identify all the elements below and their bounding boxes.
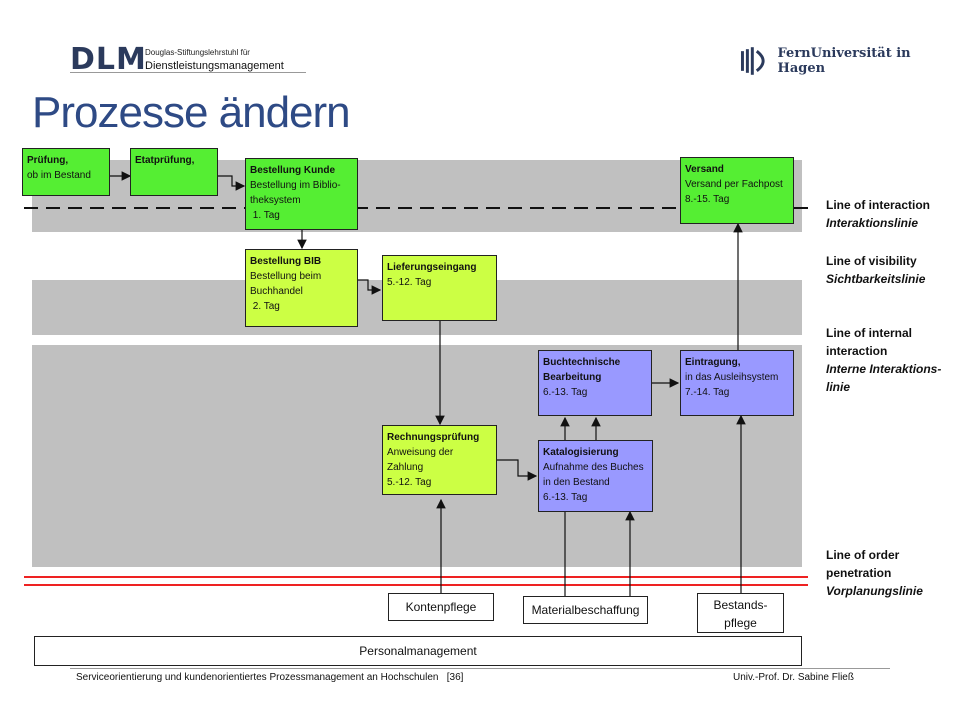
legend-order-de: Vorplanungslinie <box>826 584 923 598</box>
fernuni-emblem-icon <box>740 47 765 75</box>
box-bestellung-bib-line3: 2. Tag <box>250 301 280 312</box>
box-bestellung-bib-line2: Buchhandel <box>250 286 303 297</box>
box-katalogisierung-line3: 6.-13. Tag <box>543 492 588 503</box>
legend-interaction: Line of interaction Interaktionslinie <box>826 196 930 232</box>
box-rechnungspruefung-line2: Zahlung <box>387 462 424 473</box>
legend-internal-en2: interaction <box>826 344 888 358</box>
box-pruefung-title: Prüfung, <box>27 155 69 166</box>
legend-visibility-de: Sichtbarkeitslinie <box>826 272 926 286</box>
box-rechnungspruefung: Rechnungsprüfung Anweisung der Zahlung 5… <box>382 425 497 495</box>
legend-order: Line of order penetration Vorplanungslin… <box>826 546 923 600</box>
legend-visibility-en: Line of visibility <box>826 254 917 268</box>
box-bestellung-kunde: Bestellung Kunde Bestellung im Biblio- t… <box>245 158 358 230</box>
box-kontenpflege: Kontenpflege <box>388 593 494 621</box>
dlm-logo: DLM <box>70 42 147 77</box>
box-bestellung-kunde-line2: theksystem <box>250 195 301 206</box>
box-katalogisierung: Katalogisierung Aufnahme des Buches in d… <box>538 440 653 512</box>
legend-visibility: Line of visibility Sichtbarkeitslinie <box>826 252 925 288</box>
box-bestellung-bib-title: Bestellung BIB <box>250 256 322 267</box>
page-title: Prozesse ändern <box>32 88 351 137</box>
box-katalogisierung-title: Katalogisierung <box>543 447 619 458</box>
box-bestellung-kunde-line3: 1. Tag <box>250 210 280 221</box>
box-materialbeschaffung: Materialbeschaffung <box>523 596 648 624</box>
box-eintragung-line1: in das Ausleihsystem <box>685 372 779 383</box>
box-eintragung: Eintragung, in das Ausleihsystem 7.-14. … <box>680 350 794 416</box>
legend-interaction-en: Line of interaction <box>826 198 931 212</box>
box-bestellung-bib-line1: Bestellung beim <box>250 271 322 282</box>
box-katalogisierung-line2: in den Bestand <box>543 477 610 488</box>
legend-order-en1: Line of order <box>826 548 900 562</box>
box-lieferungseingang: Lieferungseingang 5.-12. Tag <box>382 255 497 321</box>
box-versand-line1: Versand per Fachpost <box>685 179 783 190</box>
box-eintragung-title: Eintragung, <box>685 357 741 368</box>
box-pruefung-line1: ob im Bestand <box>27 170 91 181</box>
box-bestellung-bib: Bestellung BIB Bestellung beim Buchhande… <box>245 249 358 327</box>
university-name: FernUniversität in Hagen <box>777 46 911 76</box>
box-etatpruefung: Etatprüfung, <box>130 148 218 196</box>
legend-interaction-de: Interaktionslinie <box>826 216 919 230</box>
box-buchtechnische-line1: Bearbeitung <box>543 372 602 383</box>
box-rechnungspruefung-title: Rechnungsprüfung <box>387 432 480 443</box>
box-buchtechnische-title: Buchtechnische <box>543 357 621 368</box>
box-rechnungspruefung-line3: 5.-12. Tag <box>387 477 432 488</box>
box-eintragung-line2: 7.-14. Tag <box>685 387 730 398</box>
box-buchtechnische-bearbeitung: Buchtechnische Bearbeitung 6.-13. Tag <box>538 350 652 416</box>
legend-internal-de2: linie <box>826 380 851 394</box>
box-pruefung: Prüfung, ob im Bestand <box>22 148 110 196</box>
box-lieferungseingang-line1: 5.-12. Tag <box>387 277 432 288</box>
box-buchtechnische-line2: 6.-13. Tag <box>543 387 588 398</box>
logo-subtitle-2: Dienstleistungsmanagement <box>145 60 284 72</box>
legend-internal: Line of internal interaction Interne Int… <box>826 324 941 396</box>
box-rechnungspruefung-line1: Anweisung der <box>387 447 454 458</box>
box-bestandspflege: Bestands- pflege <box>697 593 784 633</box>
footer-left: Serviceorientierung und kundenorientiert… <box>76 672 464 683</box>
legend-order-en2: penetration <box>826 566 892 580</box>
legend-internal-de1: Interne Interaktions- <box>826 362 942 376</box>
footer-divider <box>70 668 890 669</box>
box-versand-title: Versand <box>685 164 724 175</box>
box-bestandspflege-line1: Bestands- <box>713 598 768 612</box>
logo-subtitle-1: Douglas-Stiftungslehrstuhl für <box>145 48 250 57</box>
box-etatpruefung-title: Etatprüfung, <box>135 155 195 166</box>
box-versand-line2: 8.-15. Tag <box>685 194 730 205</box>
box-bestellung-kunde-title: Bestellung Kunde <box>250 165 336 176</box>
box-bestandspflege-line2: pflege <box>724 616 757 630</box>
logo-underline <box>70 72 306 73</box>
box-lieferungseingang-title: Lieferungseingang <box>387 262 477 273</box>
box-bestellung-kunde-line1: Bestellung im Biblio- <box>250 180 341 191</box>
fernuni-logo: FernUniversität in Hagen <box>740 46 960 76</box>
legend-internal-en1: Line of internal <box>826 326 913 340</box>
box-personalmanagement: Personalmanagement <box>34 636 802 666</box>
footer-right: Univ.-Prof. Dr. Sabine Fließ <box>733 672 854 683</box>
box-katalogisierung-line1: Aufnahme des Buches <box>543 462 644 473</box>
box-versand: Versand Versand per Fachpost 8.-15. Tag <box>680 157 794 224</box>
